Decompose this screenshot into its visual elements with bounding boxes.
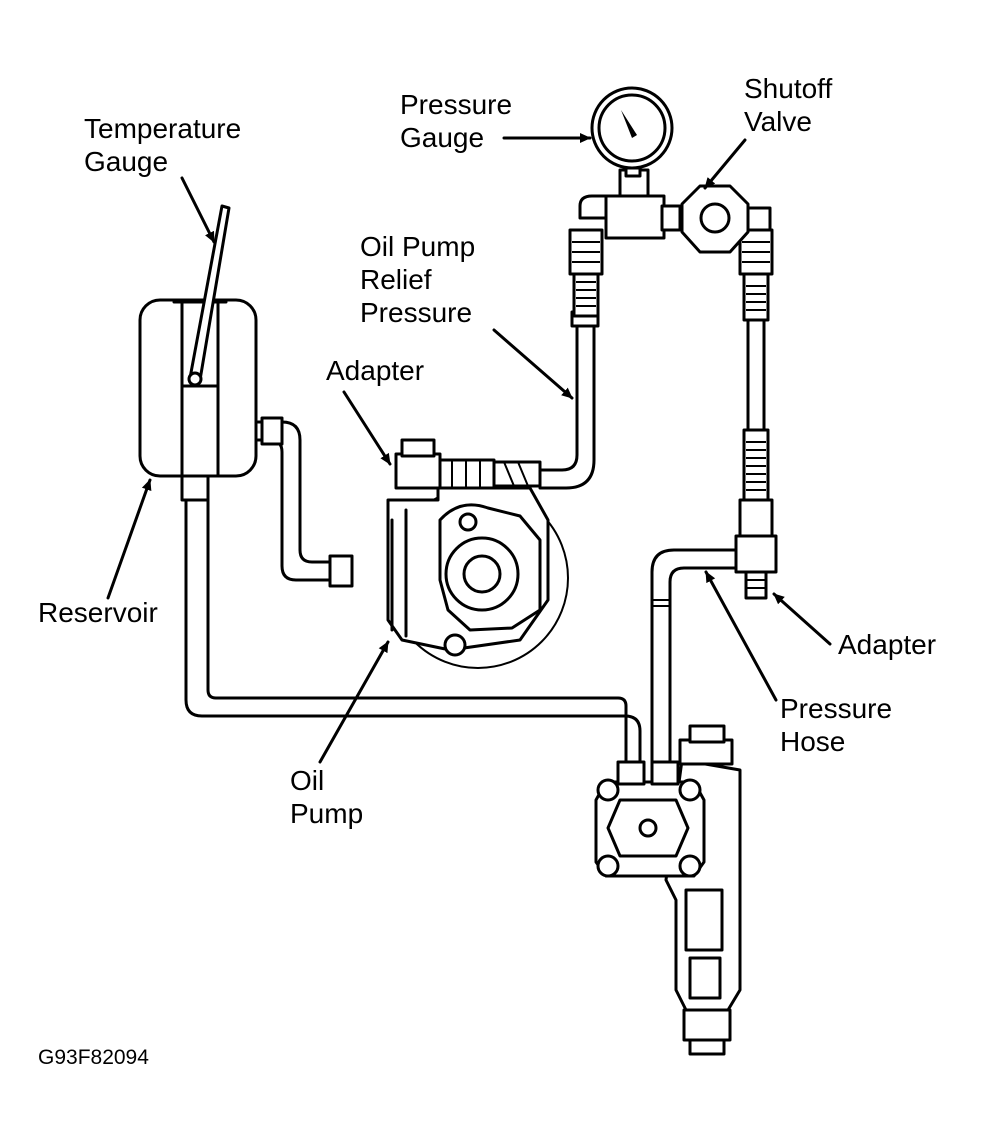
reservoir-label: Reservoir <box>38 597 158 628</box>
pressure-gauge-label-line-2: Gauge <box>400 122 485 153</box>
valve-return-line <box>734 228 778 600</box>
oil-pump-relief-pressure-label: Oil Pump Relief Pressure <box>360 230 475 329</box>
temperature-gauge-probe <box>187 204 231 387</box>
oil-pump-label: Oil Pump <box>290 764 363 830</box>
shutoff-valve-label-line-2: Valve <box>744 106 812 137</box>
oil-pump <box>386 438 569 669</box>
shutoff-valve-label: Shutoff Valve <box>744 72 832 138</box>
steering-gear <box>594 724 742 1056</box>
pressure-hose-label-line-1: Pressure <box>780 693 893 724</box>
adapter-top-label: Adapter <box>326 355 425 386</box>
oil-pump-label-line-2: Pump <box>290 798 364 829</box>
pressure-gauge-label: Pressure Gauge <box>400 88 512 154</box>
leader-arrows <box>106 133 832 764</box>
shutoff-valve-label-line-1: Shutoff <box>744 73 833 104</box>
pressure-hose-label: Pressure Hose <box>780 692 892 758</box>
oil-pump-relief-pressure-label-line-3: Pressure <box>360 297 473 328</box>
pressure-gauge <box>590 86 674 178</box>
inlet-hose <box>256 416 354 588</box>
pump-pressure-line <box>538 194 614 490</box>
temperature-gauge-label-line-2: Gauge <box>84 146 169 177</box>
oil-pump-label-line-1: Oil <box>290 765 325 796</box>
oil-pump-relief-pressure-label-line-2: Relief <box>360 264 432 295</box>
pressure-hose <box>650 548 742 772</box>
pressure-gauge-label-line-1: Pressure <box>400 89 513 120</box>
temperature-gauge-label: Temperature Gauge <box>84 112 241 178</box>
adapter-right-label: Adapter <box>838 629 937 660</box>
return-line <box>184 498 642 772</box>
oil-pump-relief-pressure-label-line-1: Oil Pump <box>360 231 476 262</box>
tee-and-shutoff-valve <box>604 168 772 254</box>
pressure-hose-label-line-2: Hose <box>780 726 846 757</box>
temperature-gauge-label-line-1: Temperature <box>84 113 242 144</box>
figure-code: G93F82094 <box>38 1046 149 1069</box>
